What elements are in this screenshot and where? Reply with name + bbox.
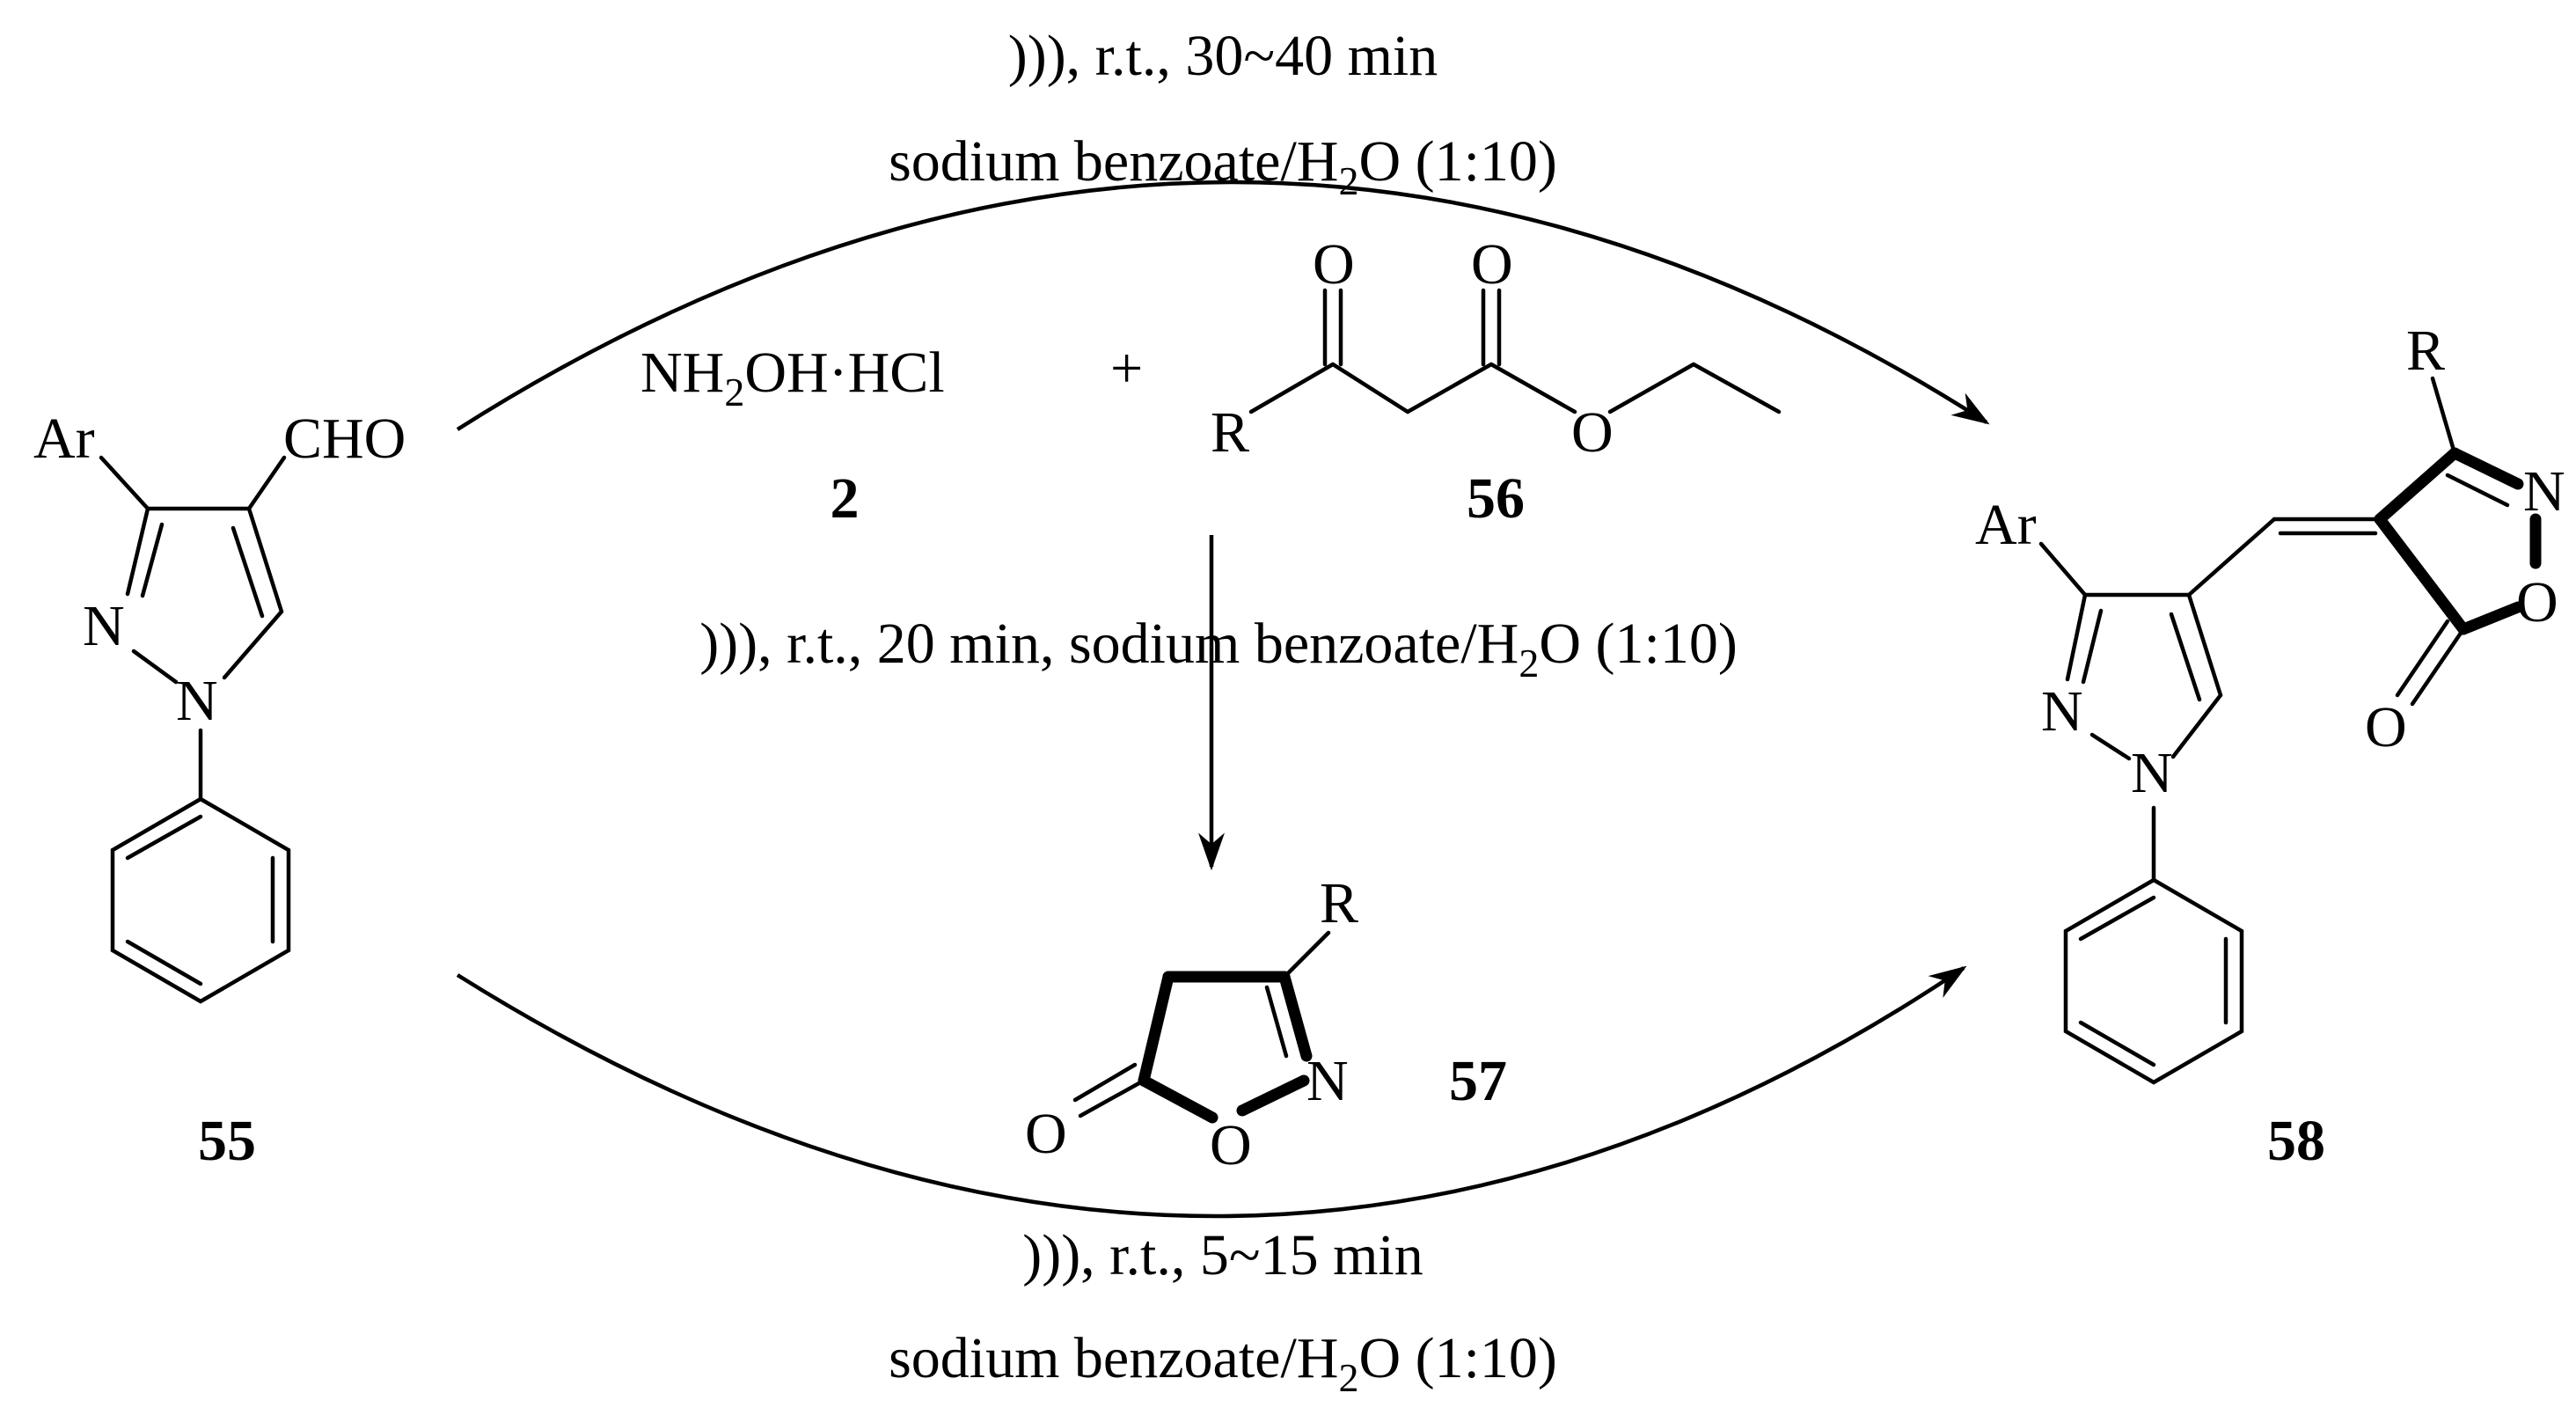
atom-n: N xyxy=(2041,679,2083,744)
atom-n: N xyxy=(2523,459,2565,524)
compound-57-structure: R N O O xyxy=(1025,871,1358,1177)
compound-number-58: 58 xyxy=(2267,1109,2325,1173)
atom-n: N xyxy=(2131,741,2173,805)
hydroxylamine-hcl: NH2OH·HCl xyxy=(640,341,945,414)
compound-number-2: 2 xyxy=(831,466,860,531)
compound-58-structure: Ar N N R N O O xyxy=(1975,319,2565,1085)
compound-number-55: 55 xyxy=(198,1109,256,1173)
bottom-condition-line2: sodium benzoate/H2O (1:10) xyxy=(889,1326,1557,1400)
compound-number-57: 57 xyxy=(1449,1049,1507,1113)
atom-n: N xyxy=(83,594,125,658)
top-curved-arrow xyxy=(456,180,1990,431)
atom-n: N xyxy=(1306,1049,1349,1113)
atom-o: O xyxy=(1471,232,1513,297)
middle-condition: ))), r.t., 20 min, sodium benzoate/H2O (… xyxy=(699,612,1738,686)
atom-o: O xyxy=(1210,1113,1252,1177)
top-condition-line1: ))), r.t., 30~40 min xyxy=(1008,24,1438,88)
compound-56-structure: R O O O xyxy=(1211,232,1782,465)
atom-r: R xyxy=(2406,319,2445,383)
atom-ar: Ar xyxy=(1975,493,2037,557)
atom-n: N xyxy=(176,669,218,733)
atom-r: R xyxy=(1320,871,1358,935)
atom-o: O xyxy=(2516,570,2558,634)
compound-55-structure: Ar CHO N N xyxy=(33,407,406,1004)
compound-number-56: 56 xyxy=(1467,466,1525,531)
atom-o: O xyxy=(1313,232,1355,297)
atom-r: R xyxy=(1211,400,1249,465)
top-condition-line2: sodium benzoate/H2O (1:10) xyxy=(889,129,1557,203)
atom-cho: CHO xyxy=(283,407,406,471)
atom-o: O xyxy=(1025,1102,1067,1166)
atom-ar: Ar xyxy=(33,407,95,471)
bottom-condition-line1: ))), r.t., 5~15 min xyxy=(1022,1223,1423,1287)
atom-o: O xyxy=(2365,695,2407,759)
atom-o: O xyxy=(1571,400,1614,465)
bottom-curved-arrow xyxy=(456,965,1967,1219)
plus-sign: + xyxy=(1110,336,1143,400)
